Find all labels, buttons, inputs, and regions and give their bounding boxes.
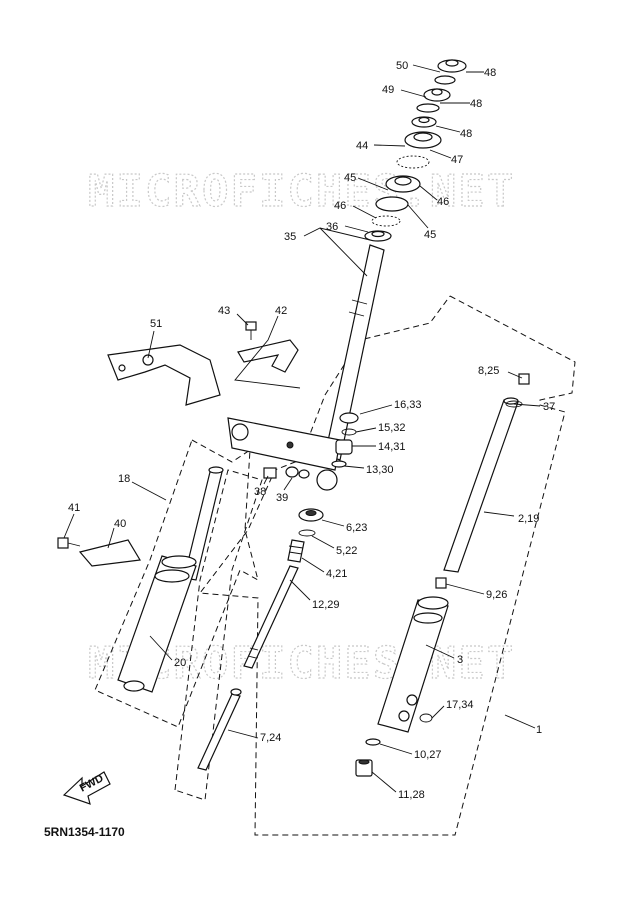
ball-bearing-46 [371, 215, 401, 227]
label-48a: 48 [484, 67, 496, 79]
fwd-arrow: FWD [62, 771, 111, 805]
label-20: 20 [174, 657, 186, 669]
bearing-race-45b [375, 196, 409, 212]
label-46a: 46 [437, 196, 449, 208]
bolt-38 [263, 467, 277, 479]
circlip-17-34 [419, 713, 433, 723]
bolt-43 [245, 321, 257, 340]
bolt-8-25 [518, 373, 530, 385]
label-13-30: 13,30 [366, 464, 394, 476]
label-7-24: 7,24 [260, 732, 281, 744]
headlight-bracket-51 [107, 344, 221, 406]
label-51: 51 [150, 318, 162, 330]
outer-tube-20 [117, 555, 197, 693]
label-6-23: 6,23 [346, 522, 367, 534]
label-45a: 45 [344, 172, 356, 184]
bolt-41 [57, 537, 81, 549]
label-37: 37 [543, 401, 555, 413]
washer-39 [285, 466, 310, 479]
label-16-33: 16,33 [394, 399, 422, 411]
label-14-31: 14,31 [378, 441, 406, 453]
label-48c: 48 [460, 128, 472, 140]
watermark-top: MICROFICHES.NET [88, 166, 515, 217]
washer-48b [416, 103, 440, 113]
fork-tube-18 [183, 466, 224, 581]
label-39: 39 [276, 492, 288, 504]
steering-stem-35 [227, 244, 385, 491]
ball-bearing-47 [396, 155, 430, 169]
washer-10-27 [365, 738, 381, 746]
label-46b: 46 [334, 200, 346, 212]
label-42: 42 [275, 305, 287, 317]
ring-nut-50 [437, 59, 467, 73]
oring-37 [505, 400, 523, 408]
part-labels: 50 48 49 48 48 44 47 45 46 46 45 36 35 5… [68, 60, 555, 801]
label-47: 47 [451, 154, 463, 166]
ring-nut-48c [411, 116, 437, 128]
outer-tube-3 [377, 596, 449, 733]
label-1: 1 [536, 724, 542, 736]
rod-7-24 [197, 688, 242, 771]
label-10-27: 10,27 [414, 749, 442, 761]
assembly-outline-right [199, 295, 576, 836]
label-11-28: 11,28 [398, 789, 425, 801]
spacer-14-31 [335, 439, 353, 455]
label-43: 43 [218, 305, 230, 317]
bearing-race-44 [404, 131, 442, 149]
piston-9-26 [435, 577, 447, 589]
spring-4-21 [287, 539, 305, 563]
oil-seal-6-23 [298, 508, 324, 522]
bearing-race-45a [385, 175, 421, 193]
ring-nut-49 [423, 88, 451, 102]
label-12-29: 12,29 [312, 599, 340, 611]
damper-rod-12-29 [243, 565, 299, 669]
bracket-42 [237, 339, 299, 373]
label-44: 44 [356, 140, 368, 152]
label-3: 3 [457, 654, 463, 666]
washer-13-30 [331, 460, 347, 468]
label-15-32: 15,32 [378, 422, 406, 434]
bracket-40 [78, 539, 141, 567]
label-35: 35 [284, 231, 296, 243]
label-5-22: 5,22 [336, 545, 357, 557]
diagram-code: 5RN1354-1170 [44, 825, 125, 839]
fork-inner-tube-2-19 [443, 397, 519, 573]
label-50: 50 [396, 60, 408, 72]
circlip-5-22 [298, 529, 316, 537]
label-38: 38 [254, 486, 266, 498]
bolt-11-28 [355, 759, 373, 777]
label-36: 36 [326, 221, 338, 233]
label-49: 49 [382, 84, 394, 96]
collar-16-33 [339, 412, 359, 424]
label-4-21: 4,21 [326, 568, 347, 580]
label-2-19: 2,19 [518, 513, 539, 525]
assembly-outline-inner [174, 469, 263, 801]
label-41: 41 [68, 502, 80, 514]
label-45b: 45 [424, 229, 436, 241]
label-8-25: 8,25 [478, 365, 499, 377]
lock-washer-48a [434, 75, 456, 85]
leader-lines [63, 64, 541, 793]
label-48b: 48 [470, 98, 482, 110]
label-9-26: 9,26 [486, 589, 507, 601]
label-17-34: 17,34 [446, 699, 474, 711]
label-40: 40 [114, 518, 126, 530]
seal-36 [364, 230, 392, 242]
label-18: 18 [118, 473, 130, 485]
